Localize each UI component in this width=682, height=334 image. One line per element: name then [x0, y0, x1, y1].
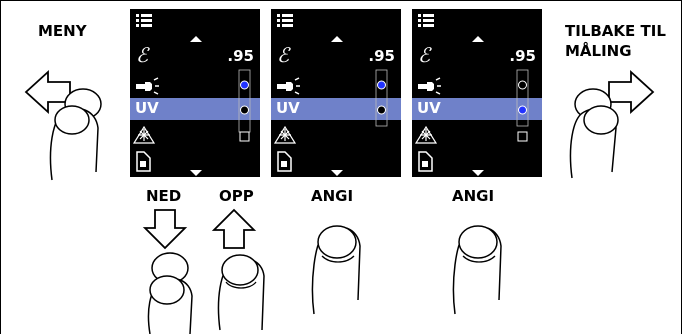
laser-icon [273, 125, 297, 144]
arrow-up-icon [190, 36, 202, 42]
screen-icons [414, 14, 529, 176]
uv-highlight-bar [271, 98, 401, 120]
epsilon-icon: ℰ [277, 43, 290, 67]
uv-highlight-bar [130, 98, 260, 120]
arrow-right-icon [608, 69, 655, 115]
screen-icons [132, 14, 251, 176]
arrow-up-icon [331, 36, 343, 42]
finger-icon [311, 225, 361, 315]
finger-icon [217, 254, 265, 331]
epsilon-icon: ℰ [136, 43, 149, 67]
emissivity-value: .95 [227, 47, 254, 65]
radio-uv [377, 105, 386, 115]
emissivity-value: .95 [368, 47, 395, 65]
radio-flashlight [518, 80, 527, 90]
checkbox-laser [239, 131, 250, 142]
radio-uv [518, 105, 527, 115]
checkbox-laser [517, 131, 528, 142]
arrow-down-icon [190, 170, 202, 176]
sd-card-icon [277, 151, 292, 172]
arrow-up-icon [472, 36, 484, 42]
laser-icon [414, 125, 438, 144]
flashlight-icon [418, 77, 441, 95]
set-label-1: ANGI [311, 187, 354, 205]
arrow-down-icon [331, 170, 343, 176]
radio-flashlight [377, 80, 386, 90]
flashlight-icon [136, 77, 159, 95]
arrow-left-icon [24, 69, 71, 115]
arrow-up-icon [211, 208, 257, 249]
uv-label: UV [135, 99, 159, 117]
finger-icon [147, 252, 193, 334]
menu-label: MENY [38, 22, 87, 40]
sd-card-icon [136, 151, 151, 172]
back-label-line2: MÅLING [565, 42, 632, 60]
radio-uv [240, 105, 249, 115]
finger-icon [452, 225, 502, 315]
radio-flashlight [240, 80, 249, 90]
epsilon-icon: ℰ [418, 43, 431, 67]
radio-group-outline [375, 69, 388, 127]
uv-label: UV [276, 99, 300, 117]
emissivity-value: .95 [509, 47, 536, 65]
device-screen-1: ℰ .95 UV [130, 9, 260, 177]
flashlight-icon [277, 77, 300, 95]
radio-group-outline [516, 69, 529, 127]
up-label: OPP [219, 187, 254, 205]
arrow-down-icon [142, 209, 188, 250]
laser-icon [132, 125, 156, 144]
set-label-2: ANGI [452, 187, 495, 205]
finger-icon [49, 88, 102, 181]
uv-highlight-bar [412, 98, 542, 120]
menu-icon [277, 14, 293, 27]
device-screen-3: ℰ .95 UV [412, 9, 542, 177]
menu-icon [418, 14, 434, 27]
menu-icon [136, 14, 152, 27]
finger-icon [569, 88, 619, 179]
sd-card-icon [418, 151, 433, 172]
device-screen-2: ℰ .95 UV [271, 9, 401, 177]
arrow-down-icon [472, 170, 484, 176]
screen-icons [273, 14, 388, 176]
uv-label: UV [417, 99, 441, 117]
back-label-line1: TILBAKE TIL [565, 22, 666, 40]
down-label: NED [146, 187, 182, 205]
